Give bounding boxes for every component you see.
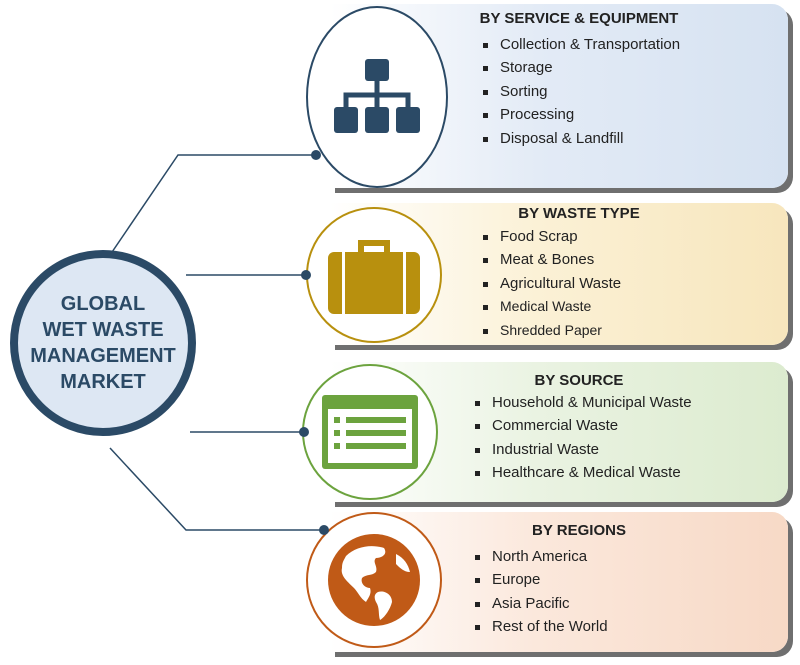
segment-list: Collection & Transportation Storage Sort… xyxy=(480,33,680,150)
segment-icon-circle-regions xyxy=(306,512,442,648)
list-item: Sorting xyxy=(480,80,680,103)
briefcase-icon xyxy=(328,240,420,314)
hub-circle: GLOBAL WET WASTE MANAGEMENT MARKET xyxy=(10,250,196,436)
connector-regions xyxy=(109,447,324,531)
hub-title-line: MANAGEMENT xyxy=(30,345,176,367)
list-item: Industrial Waste xyxy=(472,438,692,461)
list-item: Shredded Paper xyxy=(480,319,621,342)
list-item: Europe xyxy=(472,568,608,591)
hierarchy-icon xyxy=(334,59,420,133)
hub-title: GLOBAL WET WASTE MANAGEMENT MARKET xyxy=(18,291,188,395)
list-item: Storage xyxy=(480,56,680,79)
list-item: Food Scrap xyxy=(480,225,621,248)
list-document-icon xyxy=(322,395,418,469)
connector-service xyxy=(109,154,316,256)
segment-list: Food Scrap Meat & Bones Agricultural Was… xyxy=(480,225,621,342)
segment-list: North America Europe Asia Pacific Rest o… xyxy=(472,545,608,639)
list-item: North America xyxy=(472,545,608,568)
connector-dot xyxy=(299,427,309,437)
segment-title: BY REGIONS xyxy=(532,522,626,539)
list-item: Rest of the World xyxy=(472,615,608,638)
list-item: Commercial Waste xyxy=(472,414,692,437)
segment-list: Household & Municipal Waste Commercial W… xyxy=(472,391,692,485)
segment-title: BY SERVICE & EQUIPMENT xyxy=(479,10,679,27)
list-item: Medical Waste xyxy=(480,295,621,318)
list-item: Asia Pacific xyxy=(472,592,608,615)
segment-title: BY SOURCE xyxy=(534,372,624,389)
list-item: Agricultural Waste xyxy=(480,272,621,295)
connector-dot xyxy=(319,525,329,535)
list-item: Collection & Transportation xyxy=(480,33,680,56)
segment-icon-circle-source xyxy=(302,364,438,500)
globe-icon xyxy=(328,534,420,626)
list-item: Disposal & Landfill xyxy=(480,127,680,150)
list-item: Household & Municipal Waste xyxy=(472,391,692,414)
connector-dot xyxy=(301,270,311,280)
segment-icon-circle-service xyxy=(306,6,448,188)
segment-title: BY WASTE TYPE xyxy=(518,205,640,222)
segment-icon-circle-waste-type xyxy=(306,207,442,343)
hub-title-line: GLOBAL xyxy=(60,293,146,315)
hub-title-line: MARKET xyxy=(60,371,146,393)
hub-title-line: WET WASTE xyxy=(42,319,164,341)
connector-dot xyxy=(311,150,321,160)
list-item: Meat & Bones xyxy=(480,248,621,271)
list-item: Processing xyxy=(480,103,680,126)
list-item: Healthcare & Medical Waste xyxy=(472,461,692,484)
